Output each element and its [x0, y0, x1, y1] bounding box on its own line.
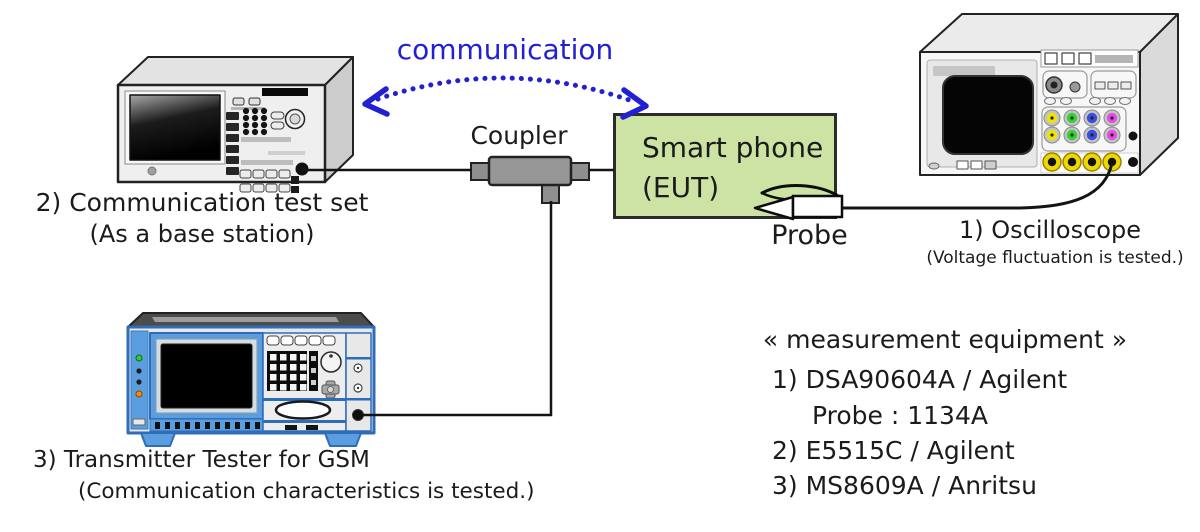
- communication-test-set-illustration: [116, 56, 354, 193]
- test-set-subtitle: (As a base station): [89, 219, 315, 248]
- testset-keypad: [242, 107, 268, 136]
- equipment-item: 1) DSA90604A / Agilent: [772, 365, 1068, 394]
- transmitter-tester-illustration: [126, 312, 376, 447]
- eut-label-line1: Smart phone: [642, 131, 824, 164]
- transmitter-subtitle: (Communication characteristics is tested…: [78, 479, 535, 504]
- coupler-icon: [470, 155, 590, 204]
- oscilloscope-illustration: [919, 13, 1179, 176]
- transmitter-screen: [160, 343, 253, 409]
- communication-label: communication: [396, 33, 614, 66]
- equipment-list-title: « measurement equipment »: [762, 325, 1128, 354]
- oscilloscope-bnc-row: [1042, 152, 1122, 172]
- eut-box: Smart phone (EUT): [613, 113, 837, 219]
- transmitter-title: 3) Transmitter Tester for GSM: [33, 447, 370, 473]
- transmitter-rf-connector: [352, 409, 364, 421]
- oscilloscope-input-panel: [1041, 106, 1127, 152]
- test-set-title: 2) Communication test set: [35, 188, 369, 217]
- oscilloscope-title: 1) Oscilloscope: [959, 216, 1141, 244]
- probe-icon: [753, 184, 844, 221]
- transmitter-knob: [320, 351, 342, 373]
- communication-arc-arrow-icon: [362, 75, 649, 120]
- equipment-item: 2) E5515C / Agilent: [772, 436, 1015, 465]
- testset-screen: [129, 94, 221, 161]
- oscilloscope-screen: [942, 75, 1034, 155]
- probe-label: Probe: [771, 220, 848, 251]
- equipment-item: 3) MS8609A / Anritsu: [772, 471, 1037, 500]
- probe-cable: [841, 162, 1114, 210]
- test-set-caption: 2) Communication test set (As a base sta…: [22, 188, 382, 248]
- oscilloscope-subtitle: (Voltage fluctuation is tested.): [926, 248, 1184, 268]
- coupler-label: Coupler: [470, 121, 568, 150]
- equipment-item-probe: Probe : 1134A: [812, 401, 988, 430]
- eut-label-line2: (EUT): [642, 171, 720, 204]
- connection-lines: [302, 162, 1114, 417]
